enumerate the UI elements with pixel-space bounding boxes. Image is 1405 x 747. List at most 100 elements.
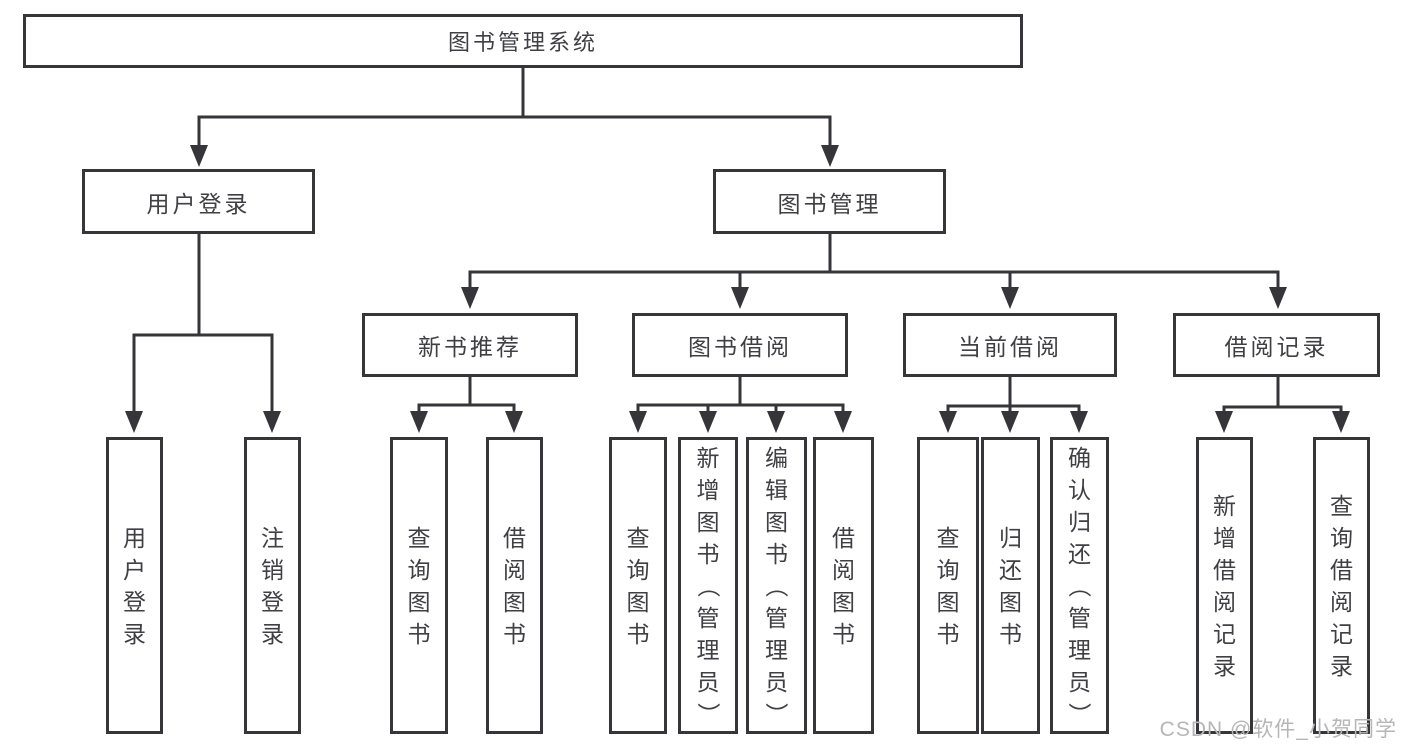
node-book-borrowing: 图书借阅 bbox=[632, 313, 848, 377]
node-book-management-label: 图书管理 bbox=[777, 190, 882, 217]
vertical-glyph: 员 bbox=[1068, 668, 1091, 695]
vertical-glyph: 登 bbox=[123, 588, 146, 615]
vertical-glyph: 书 bbox=[832, 620, 855, 647]
vertical-glyph: 图 bbox=[696, 508, 720, 535]
vertical-glyph: 用 bbox=[123, 524, 146, 551]
connector-level2-rail bbox=[197, 115, 832, 146]
vertical-glyph: 员 bbox=[765, 668, 788, 695]
arrowhead bbox=[1332, 411, 1350, 433]
vertical-glyph: 借 bbox=[1330, 556, 1353, 583]
vertical-glyph: ） bbox=[695, 702, 721, 725]
vertical-glyph: 查 bbox=[1330, 492, 1353, 519]
vertical-glyph: 借 bbox=[832, 524, 855, 551]
vertical-glyph: 管 bbox=[765, 604, 788, 631]
vertical-glyph: 阅 bbox=[503, 556, 526, 583]
leaf-query-books-borrowing: 查询图书 bbox=[609, 437, 667, 734]
vertical-glyph: 增 bbox=[1213, 524, 1236, 551]
connector-level3-rail bbox=[468, 270, 1280, 288]
vertical-glyph: 阅 bbox=[1213, 588, 1236, 615]
vertical-glyph: 图 bbox=[765, 508, 788, 535]
node-borrowing-records: 借阅记录 bbox=[1173, 313, 1380, 377]
arrowhead bbox=[505, 411, 523, 433]
node-library-system: 图书管理系统 bbox=[23, 14, 1023, 68]
vertical-glyph: 新 bbox=[1213, 492, 1236, 519]
connector-records-rail bbox=[1222, 405, 1343, 412]
vertical-glyph: 理 bbox=[696, 636, 720, 663]
vertical-glyph: 录 bbox=[1213, 652, 1236, 679]
vertical-glyph: 图 bbox=[503, 588, 526, 615]
vertical-glyph: 管 bbox=[1068, 604, 1091, 631]
vertical-glyph: 询 bbox=[407, 556, 431, 583]
arrowhead bbox=[461, 287, 479, 309]
connector-borrow-rail bbox=[636, 403, 845, 412]
vertical-glyph: 书 bbox=[765, 540, 788, 567]
arrowhead bbox=[1001, 411, 1019, 433]
vertical-glyph: 户 bbox=[123, 556, 146, 583]
vertical-glyph: 阅 bbox=[1330, 588, 1353, 615]
arrowhead bbox=[821, 145, 839, 167]
vertical-glyph: 书 bbox=[503, 620, 526, 647]
leaf-borrow-books-borrowing: 借阅图书 bbox=[813, 437, 874, 734]
node-book-management: 图书管理 bbox=[713, 169, 946, 234]
connector-newbook-rail bbox=[417, 403, 516, 412]
node-user-login-label: 用户登录 bbox=[146, 190, 251, 217]
arrowhead bbox=[1215, 411, 1233, 433]
vertical-glyph: 认 bbox=[1068, 476, 1091, 503]
arrowhead bbox=[1001, 287, 1019, 309]
vertical-glyph: 理 bbox=[765, 636, 788, 663]
node-current-borrowing: 当前借阅 bbox=[903, 313, 1117, 377]
vertical-glyph: 记 bbox=[1213, 620, 1236, 647]
vertical-glyph: 查 bbox=[936, 524, 960, 551]
leaf-query-books-current: 查询图书 bbox=[917, 437, 979, 734]
vertical-glyph: 编 bbox=[765, 444, 788, 471]
vertical-glyph: 图 bbox=[999, 588, 1022, 615]
leaf-add-books-admin: 新增图书（管理员） bbox=[678, 437, 738, 734]
vertical-glyph: 新 bbox=[696, 444, 720, 471]
vertical-glyph: 还 bbox=[999, 556, 1022, 583]
connector-current-rail bbox=[946, 404, 1081, 412]
arrowhead bbox=[125, 411, 143, 433]
vertical-glyph: 查 bbox=[407, 524, 431, 551]
arrowhead bbox=[939, 411, 957, 433]
leaf-query-books-recommend: 查询图书 bbox=[390, 437, 448, 734]
vertical-glyph: 还 bbox=[1068, 540, 1091, 567]
vertical-glyph: 书 bbox=[696, 540, 720, 567]
vertical-glyph: 图 bbox=[832, 588, 855, 615]
vertical-glyph: 管 bbox=[696, 604, 720, 631]
vertical-glyph: 查 bbox=[626, 524, 650, 551]
vertical-glyph: 图 bbox=[407, 588, 431, 615]
vertical-glyph: 询 bbox=[936, 556, 960, 583]
node-current-borrowing-label: 当前借阅 bbox=[958, 334, 1062, 360]
arrowhead bbox=[410, 411, 428, 433]
node-new-book-recommend: 新书推荐 bbox=[362, 313, 578, 377]
vertical-glyph: 理 bbox=[1068, 636, 1091, 663]
arrowhead bbox=[629, 411, 647, 433]
node-library-system-label: 图书管理系统 bbox=[447, 30, 598, 55]
vertical-glyph: 录 bbox=[1330, 652, 1353, 679]
vertical-glyph: 询 bbox=[626, 556, 650, 583]
vertical-glyph: 登 bbox=[261, 588, 284, 615]
vertical-glyph: 书 bbox=[407, 620, 431, 647]
arrowhead bbox=[1269, 287, 1287, 309]
leaf-user-login: 用户登录 bbox=[106, 437, 163, 734]
arrowhead bbox=[190, 145, 208, 167]
vertical-glyph: （ bbox=[1066, 574, 1093, 597]
vertical-glyph: ） bbox=[1066, 702, 1093, 725]
vertical-glyph: 书 bbox=[999, 620, 1022, 647]
arrowhead bbox=[767, 411, 785, 433]
leaf-logout: 注销登录 bbox=[244, 437, 301, 734]
leaf-add-borrow-record: 新增借阅记录 bbox=[1196, 437, 1253, 734]
vertical-glyph: 借 bbox=[1213, 556, 1236, 583]
leaf-query-borrow-record: 查询借阅记录 bbox=[1313, 437, 1370, 734]
watermark-text: CSDN @软件_小贺同学 bbox=[1159, 718, 1397, 741]
arrowhead bbox=[1070, 411, 1088, 433]
vertical-glyph: 注 bbox=[261, 524, 284, 551]
vertical-glyph: 图 bbox=[626, 588, 650, 615]
vertical-glyph: 阅 bbox=[832, 556, 855, 583]
vertical-glyph: 销 bbox=[261, 556, 284, 583]
vertical-glyph: 录 bbox=[123, 620, 146, 647]
vertical-glyph: （ bbox=[695, 574, 721, 597]
leaf-confirm-return-admin: 确认归还（管理员） bbox=[1050, 437, 1109, 734]
vertical-glyph: 书 bbox=[936, 620, 960, 647]
